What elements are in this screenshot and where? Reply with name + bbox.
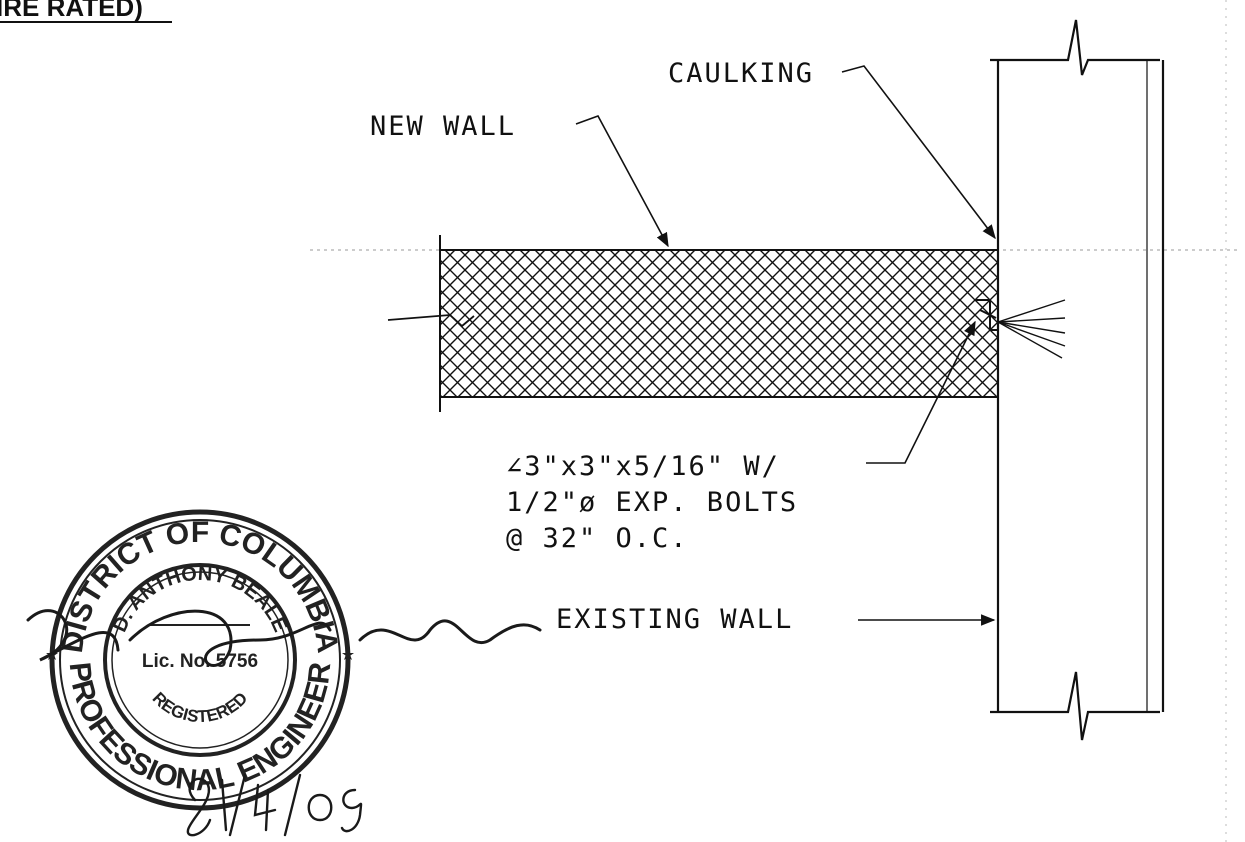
engineer-signature (26, 609, 542, 667)
angle-label-line-3: @ 32" O.C. (506, 523, 689, 554)
seal-star-right-icon (342, 649, 354, 660)
seal-outer-bottom-text: PROFESSIONAL ENGINEER (63, 660, 338, 797)
existing-wall (990, 19, 1165, 741)
signature-date (186, 773, 363, 837)
caulking-label: CAULKING (668, 58, 814, 89)
engineer-seal: DISTRICT OF COLUMBIA D. ANTHONY BEALE Li… (46, 509, 354, 811)
seal-inner-bottom-text: REGISTERED (149, 689, 252, 727)
steel-angle (976, 299, 998, 331)
new-wall-leader (575, 115, 669, 248)
existing-wall-label: EXISTING WALL (556, 604, 793, 635)
angle-leader (866, 320, 976, 464)
caulking-leader (841, 65, 996, 240)
angle-label-line-1: ∠3"x3"x5/16" W/ (506, 451, 780, 482)
expansion-bolt (997, 299, 1066, 359)
new-wall-label: NEW WALL (370, 111, 516, 142)
angle-label-line-2: 1/2"ø EXP. BOLTS (506, 487, 798, 518)
angle-callout: ∠3"x3"x5/16" W/ 1/2"ø EXP. BOLTS @ 32" O… (506, 451, 798, 554)
break-line-symbol (387, 314, 475, 328)
seal-license-text: Lic. No. 5756 (142, 651, 258, 672)
new-wall (439, 235, 999, 412)
detail-title-fragment: IRE RATED) (0, 0, 143, 22)
